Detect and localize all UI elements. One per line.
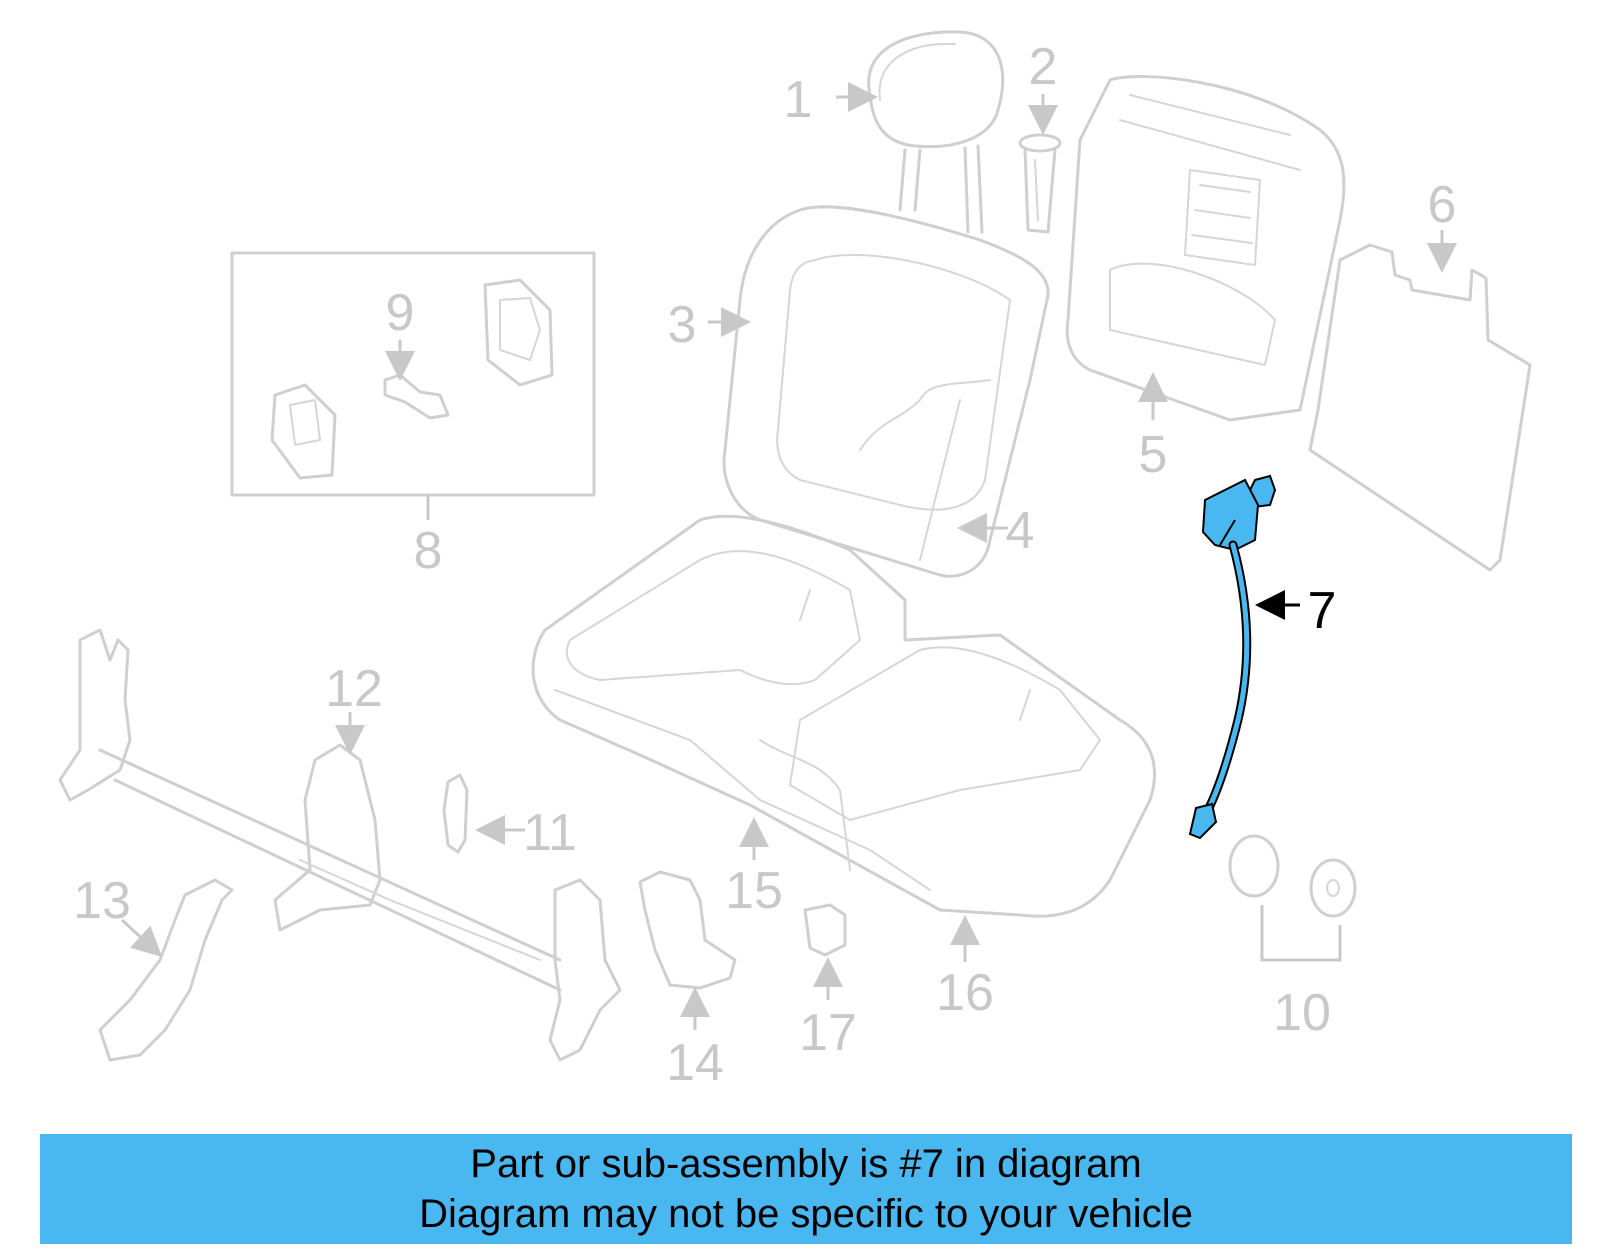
part-8-bracket-kit <box>230 251 596 497</box>
callout-3: 3 <box>668 296 697 354</box>
callout-14: 14 <box>666 1034 724 1092</box>
callout-8: 8 <box>414 522 443 580</box>
part-17-clip <box>803 903 847 957</box>
callout-17: 17 <box>799 1004 857 1062</box>
part-3-4-seat-back <box>722 205 1050 578</box>
banner-line-part: Part or sub-assembly is #7 in diagram <box>470 1142 1142 1186</box>
callout-6: 6 <box>1428 176 1457 234</box>
part-5-seat-back-frame <box>1065 75 1346 422</box>
part-12-seat-frame <box>58 628 622 1062</box>
part-10-plugs <box>1228 834 1357 962</box>
callout-10: 10 <box>1273 984 1331 1042</box>
callout-5: 5 <box>1139 426 1168 484</box>
parts-diagram: 1 2 3 4 5 6 7 8 9 10 11 12 13 14 15 16 1… <box>58 30 1532 1092</box>
callout-13: 13 <box>73 872 131 930</box>
callout-12: 12 <box>325 660 383 718</box>
part-7-seat-belt-buckle <box>1188 474 1277 840</box>
callout-7: 7 <box>1308 582 1337 640</box>
part-2-headrest-guide <box>1018 133 1062 234</box>
part-11-clip <box>442 773 469 854</box>
part-15-16-seat-cushion <box>531 514 1157 918</box>
info-banner: Part or sub-assembly is #7 in diagram Di… <box>40 1134 1572 1244</box>
callout-1: 1 <box>784 71 813 129</box>
part-1-headrest <box>867 30 1005 234</box>
callout-9: 9 <box>386 284 415 342</box>
part-6-back-panel <box>1308 243 1532 572</box>
callout-4: 4 <box>1006 502 1035 560</box>
callout-16: 16 <box>936 964 994 1022</box>
callout-2: 2 <box>1029 38 1058 96</box>
callout-11: 11 <box>523 804 577 862</box>
banner-line-disclaimer: Diagram may not be specific to your vehi… <box>419 1192 1193 1236</box>
callout-15: 15 <box>725 862 783 920</box>
part-14-trim <box>638 870 737 990</box>
part-13-bracket <box>98 878 234 1062</box>
